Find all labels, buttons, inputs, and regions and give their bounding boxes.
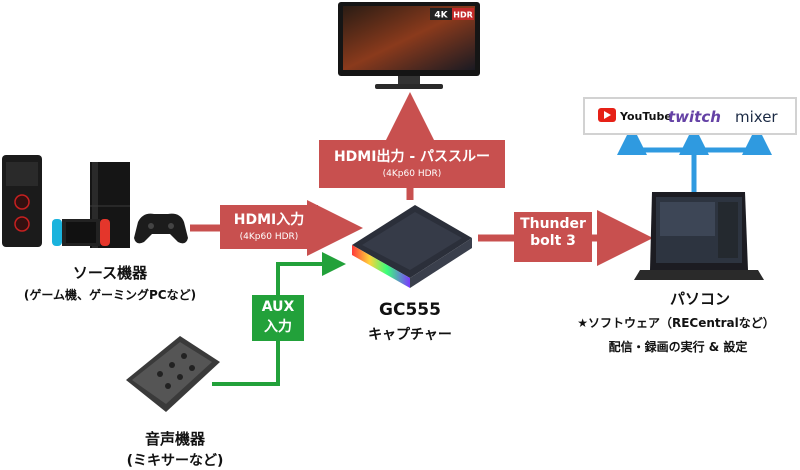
mixer-label: mixer <box>735 108 778 126</box>
audio-title: 音声機器 <box>144 430 205 448</box>
streaming-services-panel: YouTube twitch mixer <box>583 97 797 135</box>
thunderbolt-line1: Thunder <box>520 216 586 232</box>
pc-line2: 配信・録画の実行 & 設定 <box>608 340 748 354</box>
twitch-label: twitch <box>668 108 721 126</box>
hdmi-input-title: HDMI入力 <box>233 212 305 228</box>
thunderbolt-line2: bolt 3 <box>530 233 576 249</box>
device-name: キャプチャー <box>368 327 452 343</box>
controller-icon <box>134 213 188 244</box>
audio-mixer-icon <box>126 336 220 412</box>
thunderbolt-label: Thunder bolt 3 <box>514 212 592 262</box>
passthrough-sub: (4Kp60 HDR) <box>382 169 442 179</box>
aux-line1: AUX <box>261 299 295 315</box>
passthrough-title: HDMI出力 - パススルー <box>333 149 491 165</box>
pc-title: パソコン <box>669 290 730 308</box>
audio-sub: (ミキサーなど) <box>126 453 224 469</box>
laptop-icon <box>634 192 764 280</box>
aux-label: AUX 入力 <box>252 295 304 341</box>
hdmi-input-label: HDMI入力 (4Kp60 HDR) <box>220 205 318 249</box>
badge-4k: 4K <box>434 11 448 21</box>
arrows-streaming <box>617 125 772 195</box>
monitor-icon: 4K HDR <box>338 2 480 89</box>
source-sub: (ゲーム機、ゲーミングPCなど) <box>23 288 197 302</box>
pc-tower-icon <box>2 155 42 247</box>
badge-hdr: HDR <box>453 11 473 20</box>
hdmi-input-sub: (4Kp60 HDR) <box>239 232 299 242</box>
capture-device-icon <box>352 205 472 288</box>
aux-line2: 入力 <box>264 319 292 335</box>
passthrough-label: HDMI出力 - パススルー (4Kp60 HDR) <box>319 140 505 188</box>
source-title: ソース機器 <box>72 264 148 282</box>
pc-line1: ★ソフトウェア（RECentralなど） <box>577 316 775 330</box>
youtube-label: YouTube <box>619 110 672 123</box>
device-model: GC555 <box>379 300 441 320</box>
handheld-console-icon <box>52 219 110 246</box>
